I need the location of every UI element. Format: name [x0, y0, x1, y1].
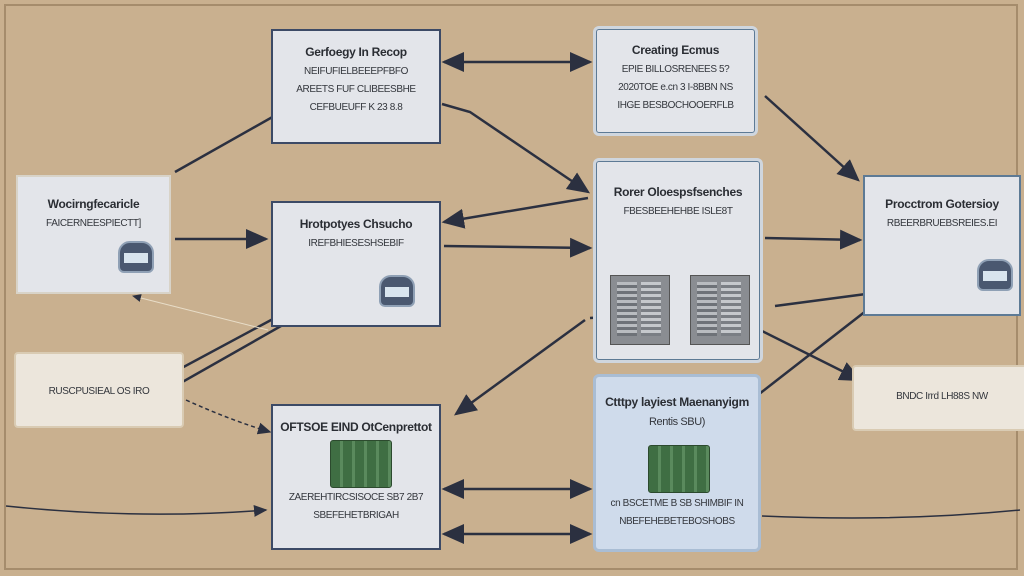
node-subtitle: Rentis SBU) [648, 416, 706, 428]
note-text: BNDC Irrd LH88S NW [896, 391, 988, 402]
node-text: 2020TOE e.cn 3 I-8BBN NS [618, 82, 733, 93]
node-title: Hrotpotyes Chsucho [299, 217, 413, 231]
node-bottom-left[interactable]: OFTSOE EIND OtCenprettot ZAEREHTIRCSISOC… [271, 404, 441, 550]
node-middle[interactable]: Hrotpotyes Chsucho IREFBHIESESHSEBIF [271, 201, 441, 327]
battery-icon [330, 440, 392, 488]
node-title: OFTSOE EIND OtCenprettot [280, 420, 432, 434]
note-left: RUSCPUSIEAL OS IRO [14, 352, 184, 428]
node-text: NEIFUFIELBEEEPFBFO [304, 66, 408, 77]
node-title: Rorer Oloespsfsenches [613, 185, 743, 199]
battery-icon [648, 445, 710, 493]
node-text: CEFBUEUFF K 23 8.8 [309, 102, 403, 113]
note-right: BNDC Irrd LH88S NW [852, 365, 1024, 431]
connector-middle-center-1 [441, 196, 589, 229]
monitor-icon [118, 241, 154, 273]
connector-right-center [774, 292, 867, 308]
node-text: FBESBEEHEHBE ISLE8T [623, 206, 733, 217]
connector-center-right [764, 229, 863, 250]
connector-note-left-bottom [185, 399, 272, 435]
node-text: cn BSCETME B SB SHIMBIF IN [610, 498, 744, 509]
node-title: Creating Ecmus [631, 43, 720, 57]
node-left[interactable]: Wocirngfecaricle FAICERNEESPIECTT] [16, 175, 171, 294]
server-icon [690, 275, 750, 345]
connector-entry-bottom [5, 504, 268, 517]
node-text: IHGE BESBOCHOOERFLB [617, 100, 734, 111]
node-text: EPIE BILLOSRENEES 5? [621, 64, 730, 75]
connector-bottomleft-center [453, 318, 586, 416]
node-title: Gerfoegy In Recop [305, 45, 407, 59]
node-center[interactable]: Rorer Oloespsfsenches FBESBEEHEHBE ISLE8… [593, 158, 763, 363]
note-text: RUSCPUSIEAL OS IRO [48, 386, 150, 397]
node-title: Ctttpy layiest Maenanyigm [605, 395, 749, 409]
connector-topright-right [764, 95, 860, 182]
node-title: Procctrom Gotersioy [885, 197, 999, 211]
connector-left-topleft [174, 113, 277, 174]
server-icon [610, 275, 670, 345]
node-text: NBEFEHEBETEBOSHOBS [619, 516, 735, 527]
node-right[interactable]: Procctrom Gotersioy RBEERBRUEBSREIES.EI [863, 175, 1021, 316]
node-text: RBEERBRUEBSREIES.EI [886, 218, 998, 229]
node-text: AREETS FUF CLIBEESBHE [296, 84, 416, 95]
node-text: ZAEREHTIRCSISOCE SB7 2B7 [288, 492, 424, 503]
node-top-left[interactable]: Gerfoegy In Recop NEIFUFIELBEEEPFBFO ARE… [271, 29, 441, 144]
connector-topleft-center [441, 102, 591, 194]
node-bottom-right[interactable]: Ctttpy layiest Maenanyigm Rentis SBU) cn… [593, 374, 761, 552]
node-top-right[interactable]: Creating Ecmus EPIE BILLOSRENEES 5? 2020… [593, 26, 758, 136]
node-text: SBEFEHETBRIGAH [313, 510, 399, 521]
connector-middle-left [132, 294, 269, 331]
connector-middle-center-2 [443, 237, 593, 258]
monitor-icon [977, 259, 1013, 291]
node-title: Wocirngfecaricle [47, 197, 140, 211]
connector-exit-bottom [761, 509, 1021, 519]
monitor-icon [379, 275, 415, 307]
node-text: IREFBHIESESHSEBIF [308, 238, 404, 249]
node-text: FAICERNEESPIECTT] [46, 218, 141, 229]
